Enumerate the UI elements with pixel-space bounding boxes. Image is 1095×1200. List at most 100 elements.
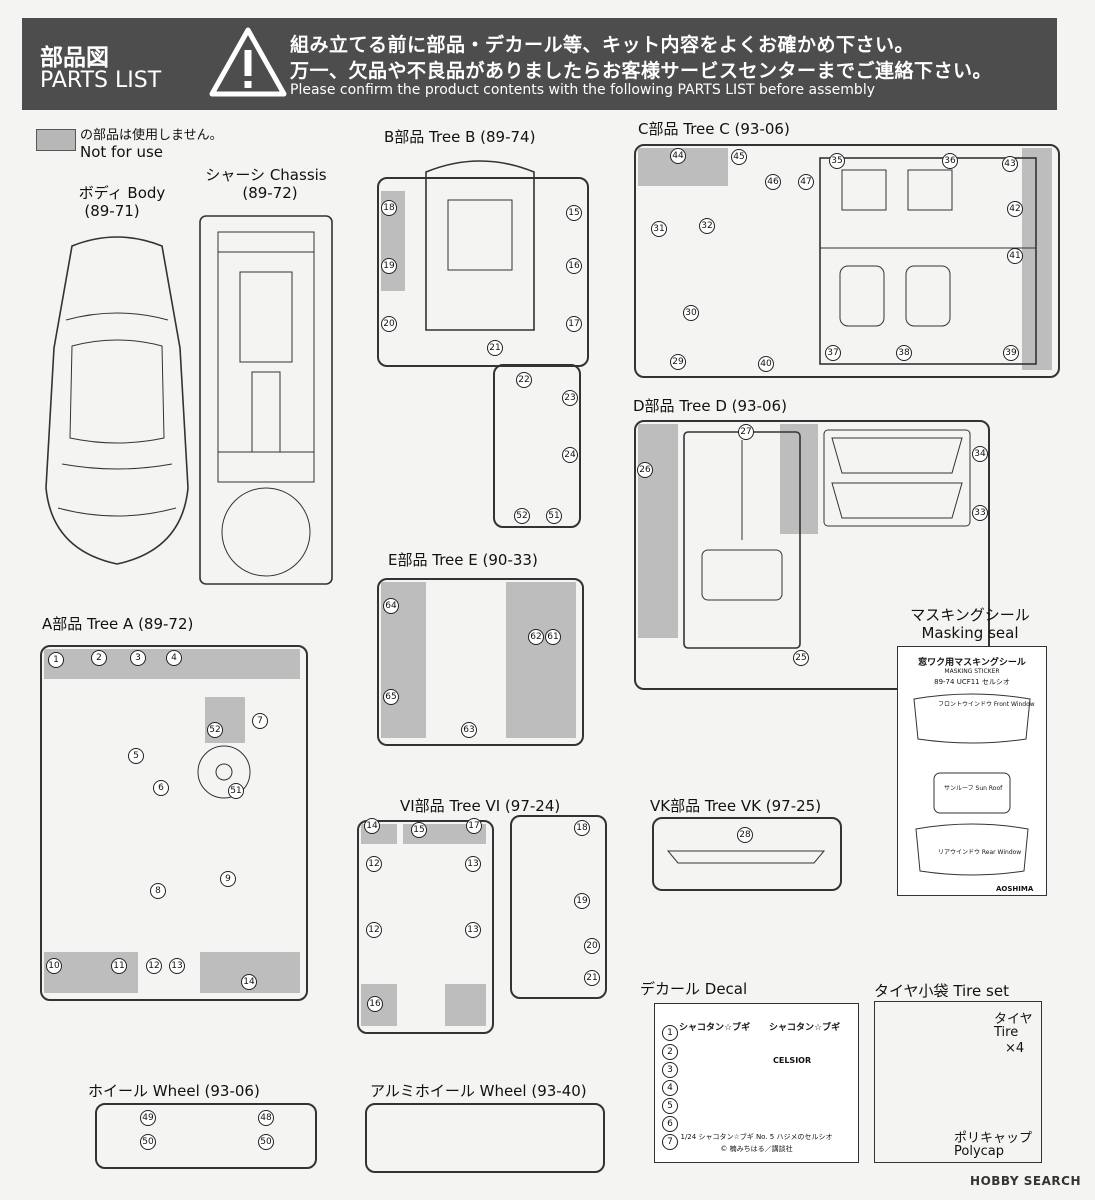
part-num: 35: [829, 153, 845, 169]
part-num: 30: [683, 305, 699, 321]
part-num: 41: [1007, 248, 1023, 264]
masking-model: 89-74 UCF11 セルシオ: [934, 678, 1010, 686]
tree-vk-part: [666, 850, 826, 864]
part-num: 50: [140, 1134, 156, 1150]
part-num: 14: [364, 818, 380, 834]
part-num: 24: [562, 447, 578, 463]
masking-sub: MASKING STICKER: [944, 668, 1000, 675]
part-num: 14: [241, 974, 257, 990]
part-num: 64: [383, 598, 399, 614]
tree-c-seats: [819, 157, 1037, 365]
part-num: 6: [153, 780, 169, 796]
unused-swatch: [36, 129, 76, 151]
tree-vi-frame: [357, 820, 494, 1034]
page-title-en: PARTS LIST: [40, 68, 162, 93]
tree-e-label: E部品 Tree E (90-33): [388, 551, 538, 569]
part-num: 22: [516, 372, 532, 388]
part-num: 28: [737, 827, 753, 843]
part-num: 34: [972, 446, 988, 462]
part-num: 36: [942, 153, 958, 169]
part-num: 33: [972, 505, 988, 521]
tree-d-doors: [823, 429, 971, 527]
part-num: 1: [662, 1025, 678, 1041]
part-num: 11: [111, 958, 127, 974]
tree-b-sub-frame: [493, 364, 581, 528]
part-num: 25: [793, 650, 809, 666]
chassis-label: シャーシ Chassis: [205, 166, 327, 184]
part-num: 51: [546, 508, 562, 524]
tree-c-frame: [634, 144, 1060, 378]
tree-d-label: D部品 Tree D (93-06): [633, 397, 787, 415]
tree-vk-frame: [652, 817, 842, 891]
masking-label-en: Masking seal: [921, 624, 1019, 642]
tree-vi-sub-frame: [510, 815, 607, 999]
part-num: 29: [670, 354, 686, 370]
part-num: 21: [487, 340, 503, 356]
polycap-jp: ポリキャップ: [954, 1131, 1033, 1146]
chassis-drawing: [199, 215, 333, 585]
part-num: 50: [258, 1134, 274, 1150]
masking-label-jp: マスキングシール: [910, 606, 1030, 624]
part-num: 44: [670, 148, 686, 164]
part-num: 15: [566, 205, 582, 221]
tree-d-frame: [634, 420, 990, 690]
part-num: 52: [514, 508, 530, 524]
tree-a-frame: [40, 645, 308, 1001]
part-num: 15: [411, 822, 427, 838]
part-num: 31: [651, 221, 667, 237]
part-num: 51: [228, 783, 244, 799]
part-num: 5: [662, 1098, 678, 1114]
tire-set-frame: [874, 1001, 1042, 1163]
part-num: 8: [150, 883, 166, 899]
tree-d-unused-mid: [780, 424, 818, 534]
masking-rear: リアウインドウ Rear Window: [938, 849, 1022, 856]
part-num: 12: [366, 856, 382, 872]
tree-vi-label: VI部品 Tree VI (97-24): [400, 797, 561, 815]
part-num: 13: [169, 958, 185, 974]
part-num: 7: [252, 713, 268, 729]
decal-caption-2: © 楠みちはる／講談社: [720, 1145, 793, 1153]
legend-en: Not for use: [80, 143, 163, 161]
part-num: 3: [662, 1062, 678, 1078]
decal-logo-2: シャコタン☆ブギ: [769, 1023, 841, 1033]
part-num: 39: [1003, 345, 1019, 361]
part-num: 27: [738, 424, 754, 440]
body-code: (89-71): [84, 202, 140, 220]
part-num: 21: [584, 970, 600, 986]
tree-d-interior: [683, 431, 801, 649]
part-num: 12: [146, 958, 162, 974]
part-num: 61: [545, 629, 561, 645]
part-num: 62: [528, 629, 544, 645]
part-num: 13: [465, 922, 481, 938]
warning-icon: [209, 27, 287, 97]
masking-shapes: [913, 693, 1031, 876]
part-num: 42: [1007, 201, 1023, 217]
part-num: 20: [584, 938, 600, 954]
wheel-label: ホイール Wheel (93-06): [88, 1082, 260, 1100]
part-num: 63: [461, 722, 477, 738]
part-num: 10: [46, 958, 62, 974]
part-num: 7: [662, 1134, 678, 1150]
decal-caption-1: 1/24 シャコタン☆ブギ No. 5 ハジメのセルシオ: [680, 1133, 833, 1141]
tree-vk-label: VK部品 Tree VK (97-25): [650, 797, 822, 815]
masking-sheet: 窓ワク用マスキングシール MASKING STICKER 89-74 UCF11…: [897, 646, 1047, 896]
part-num: 4: [166, 650, 182, 666]
part-num: 49: [140, 1110, 156, 1126]
part-num: 16: [566, 258, 582, 274]
part-num: 6: [662, 1116, 678, 1132]
body-label: ボディ Body: [78, 184, 166, 202]
part-num: 17: [466, 818, 482, 834]
page-title-jp: 部品図: [40, 45, 109, 71]
tree-b-frame: [377, 177, 589, 367]
part-num: 38: [896, 345, 912, 361]
part-num: 1: [48, 652, 64, 668]
header-banner: 部品図 PARTS LIST 組み立てる前に部品・デカール等、キット内容をよくお…: [22, 18, 1057, 110]
warning-text-2: 万一、欠品や不良品がありましたらお客様サービスセンターまでご連絡下さい。: [290, 60, 993, 82]
part-num: 18: [381, 200, 397, 216]
decal-sheet: シャコタン☆ブギ シャコタン☆ブギ CELSIOR 1/24 シャコタン☆ブギ …: [654, 1003, 859, 1163]
part-num: 40: [758, 356, 774, 372]
tree-e-frame: [377, 578, 584, 746]
part-num: 43: [1002, 156, 1018, 172]
wheel-frame: [95, 1103, 317, 1169]
alu-wheel-label: アルミホイール Wheel (93-40): [370, 1082, 587, 1100]
